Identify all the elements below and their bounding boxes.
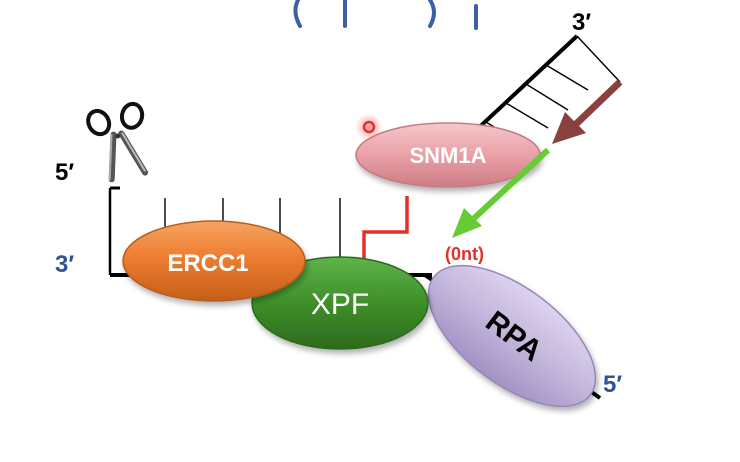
active-site-dot-icon — [355, 113, 383, 141]
label-bottom-5prime: 5′ — [603, 371, 622, 398]
green-arrow-icon — [452, 147, 551, 238]
label-top-3prime: 3′ — [572, 9, 591, 36]
label-left-3prime: 3′ — [55, 251, 74, 278]
label-left-5prime: 5′ — [55, 159, 74, 186]
rpa-protein — [427, 264, 597, 408]
xpf-label: XPF — [311, 288, 369, 321]
ercc1-label: ERCC1 — [167, 250, 248, 277]
xpf-protein — [251, 256, 429, 350]
ercc1-protein — [122, 220, 306, 302]
gap-marker — [362, 196, 409, 268]
snm1a-label: SNM1A — [409, 143, 486, 168]
brown-arrow-icon — [552, 79, 623, 144]
heading-fragment — [293, 0, 478, 30]
label-gap-0nt: (0nt) — [445, 244, 484, 264]
scissors-icon — [86, 101, 149, 183]
